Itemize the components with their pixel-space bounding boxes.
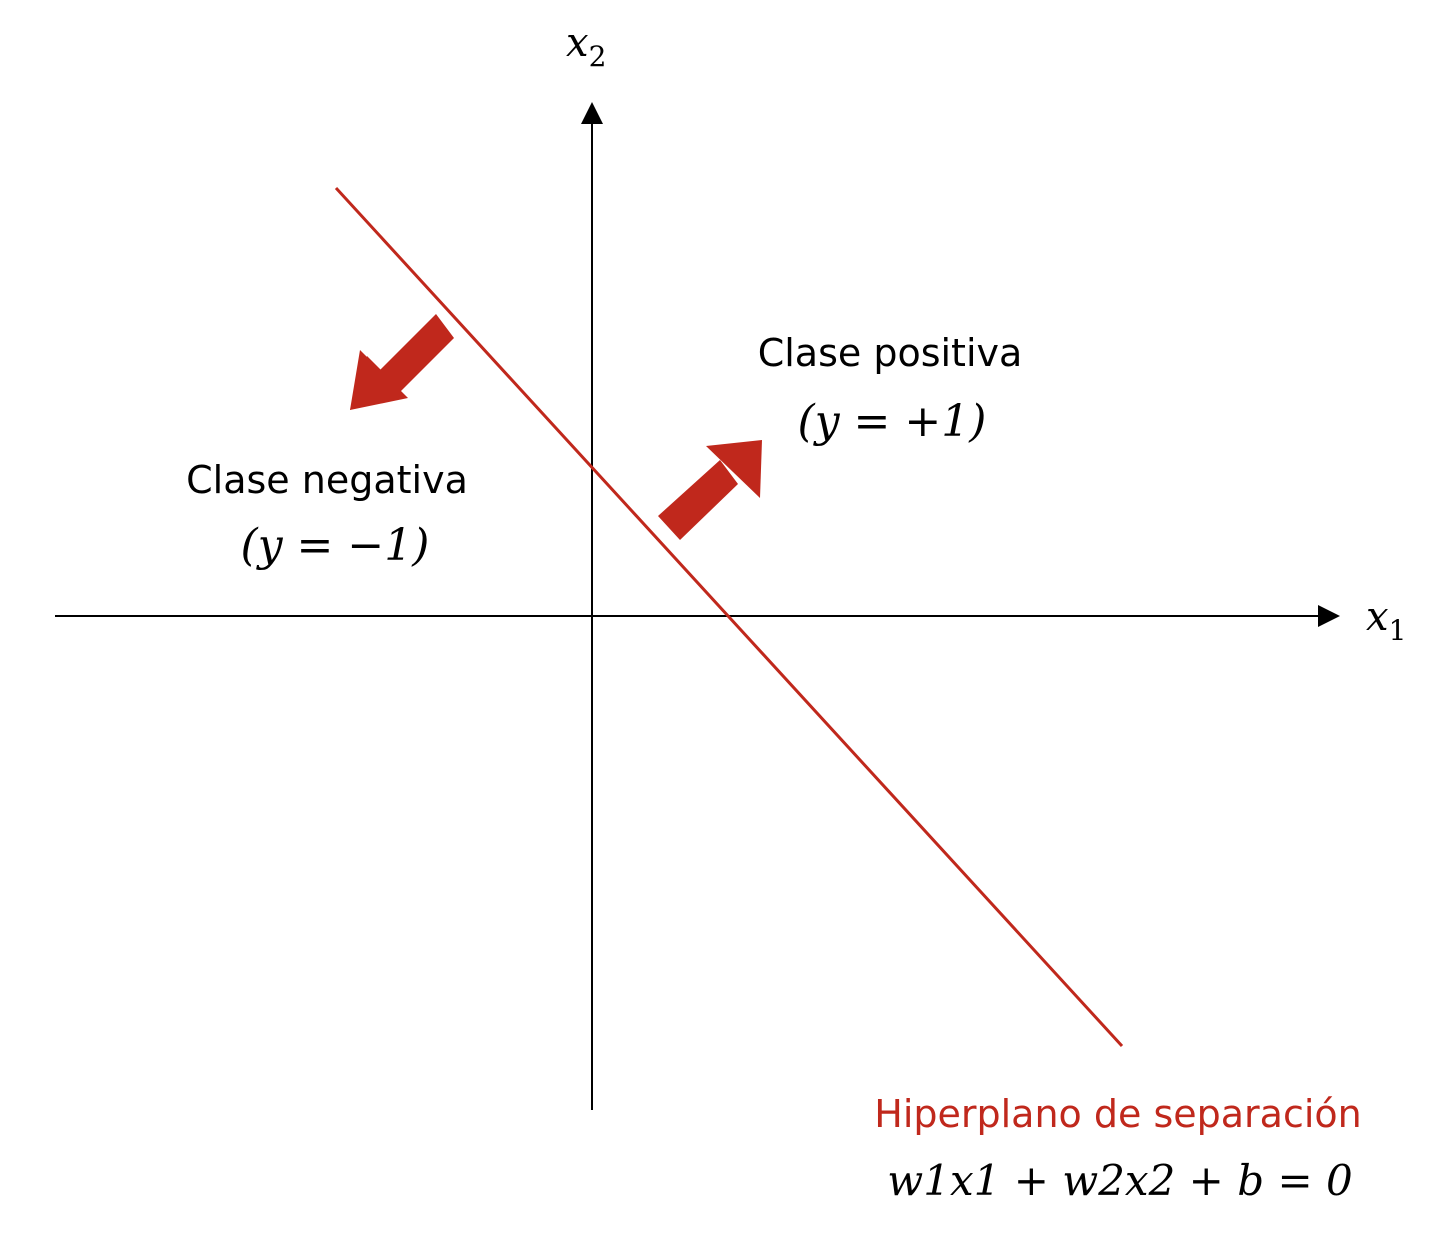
y-axis-label: x2	[566, 20, 606, 73]
y-axis-label-base: x	[566, 20, 589, 66]
separating-hyperplane-line	[334, 186, 1124, 1048]
x-axis-arrowhead	[1318, 605, 1340, 627]
arrow-to-negative-class	[350, 314, 454, 410]
x-axis-label: x1	[1366, 594, 1406, 647]
x-axis-label-sub: 1	[1389, 614, 1407, 647]
negative-class-label: (y = −1)	[241, 520, 430, 571]
positive-class-title: Clase positiva	[758, 331, 1023, 375]
negative-class-title: Clase negativa	[186, 458, 468, 502]
positive-class-label: (y = +1)	[798, 396, 987, 447]
y-axis-label-sub: 2	[589, 40, 607, 73]
hyperplane-title: Hiperplano de separación	[874, 1092, 1362, 1136]
hyperplane-equation: w1x1 + w2x2 + b = 0	[887, 1156, 1352, 1205]
arrow-to-positive-class	[658, 440, 762, 540]
y-axis-arrowhead	[581, 102, 603, 124]
x-axis-label-base: x	[1366, 594, 1389, 640]
